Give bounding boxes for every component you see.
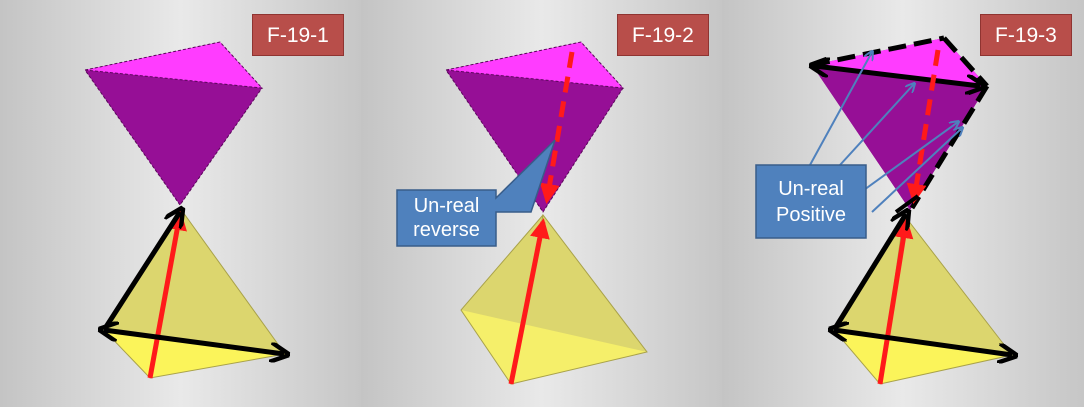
- panel-f-19-1: F-19-1: [0, 0, 362, 407]
- top-pyramid-front-face: [85, 70, 262, 205]
- black-vector-arrow-edge: [101, 212, 180, 332]
- black-vector-arrow-base: [834, 330, 1012, 355]
- callout-line2: Positive: [775, 204, 847, 226]
- red-vector-arrow: [508, 218, 550, 385]
- callout-shape: [396, 139, 556, 247]
- top-pyramid-edges: [83, 41, 264, 206]
- top-pyramid-top-face: [85, 42, 262, 88]
- callout-line1: Un-real: [413, 195, 480, 217]
- diagram-f-19-1: [0, 0, 362, 407]
- diagram-f-19-2: [361, 0, 723, 407]
- black-vector-tick: [894, 194, 920, 214]
- black-vector-arrow-top-face: [815, 66, 980, 86]
- callout-label: Un-real Positive: [756, 176, 866, 228]
- panel-f-19-2: F-19-2 Un-real reverse: [361, 0, 723, 407]
- red-dashed-arrow: [906, 49, 941, 204]
- top-pyramid-front-face: [446, 70, 623, 212]
- panel-tag: F-19-3: [980, 14, 1072, 56]
- panel-f-19-3: F-19-3 Un-real Positive: [722, 0, 1084, 407]
- callout-line1: Un-real: [778, 178, 844, 200]
- black-vector-arrow-edge: [831, 214, 906, 332]
- black-dashed-top-edge: [811, 35, 945, 68]
- callout-shape: [755, 164, 867, 239]
- top-pyramid-top-face: [446, 42, 623, 88]
- top-pyramid-front-face: [812, 65, 987, 210]
- callout-pointer-1: [809, 52, 872, 166]
- black-vector-arrow-base: [104, 330, 284, 354]
- bottom-pyramid-base: [461, 310, 647, 384]
- panel-tag: F-19-2: [617, 14, 709, 56]
- callout-line2: reverse: [413, 219, 480, 241]
- callout-label: Un-real reverse: [397, 194, 496, 242]
- diagram-f-19-3: [722, 0, 1084, 407]
- callout-pointer-2: [839, 84, 914, 166]
- red-dashed-reverse-arrow: [539, 51, 575, 204]
- panel-tag: F-19-1: [252, 14, 344, 56]
- callout-pointer-4: [871, 128, 962, 213]
- callout-pointer-3: [856, 122, 958, 196]
